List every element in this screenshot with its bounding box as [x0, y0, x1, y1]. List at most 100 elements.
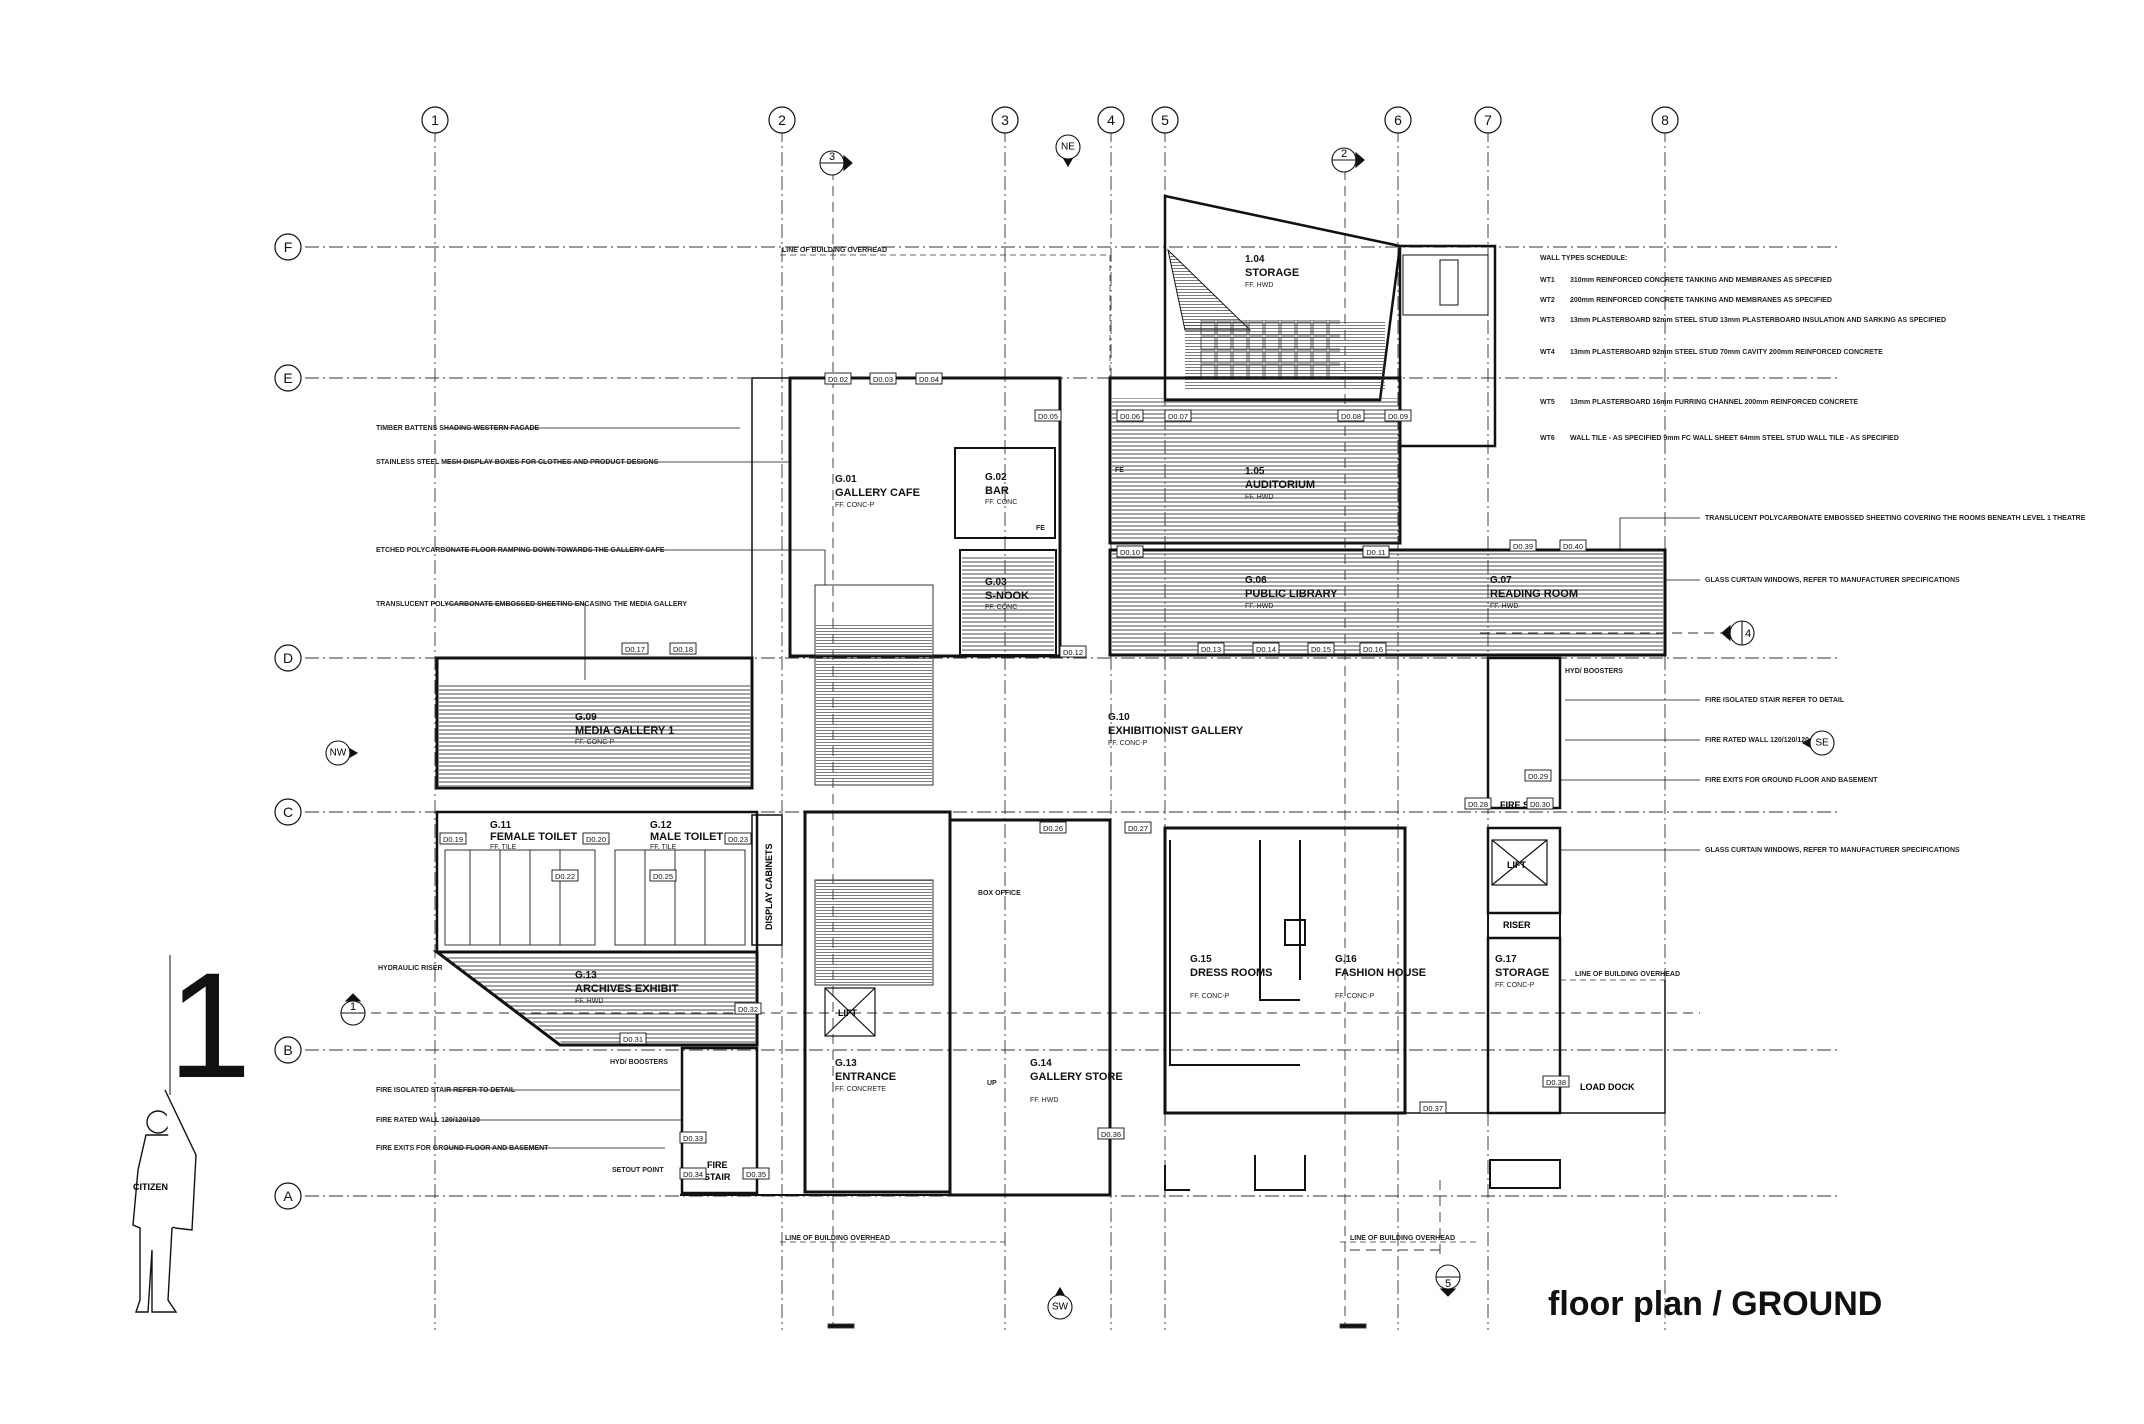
grid-col-5: 5	[1161, 112, 1169, 128]
door-tag-labels: D0.17 D0.18 D0.02 D0.03 D0.04 D0.05 D0.0…	[443, 375, 1583, 1179]
door-d036: D0.36	[1101, 1130, 1121, 1139]
section-mark-1: 1	[350, 1001, 356, 1013]
building-walls	[432, 194, 1667, 1197]
compass-ne: NE	[1061, 142, 1075, 153]
stair-label: STAIR	[704, 1172, 731, 1182]
door-d010: D0.10	[1120, 548, 1140, 557]
note-fire-wall-right: FIRE RATED WALL 120/120/120	[1705, 737, 1809, 744]
room-g16-name: FASHION HOUSE	[1335, 967, 1426, 979]
door-d003: D0.03	[873, 375, 893, 384]
door-d032: D0.32	[738, 1005, 758, 1014]
wall-type-2-text: 200mm REINFORCED CONCRETE TANKING AND ME…	[1570, 297, 1832, 304]
grid-row-b: B	[283, 1042, 292, 1058]
wall-type-2-code: WT2	[1540, 297, 1555, 304]
room-g10-number: G.10	[1108, 712, 1130, 723]
wall-type-4-code: WT4	[1540, 349, 1555, 356]
wall-type-6-code: WT6	[1540, 435, 1555, 442]
room-g07-name: READING ROOM	[1490, 588, 1578, 600]
grid-col-6: 6	[1394, 112, 1402, 128]
door-d023: D0.23	[728, 835, 748, 844]
wall-type-5-text: 13mm PLASTERBOARD 16mm FURRING CHANNEL 2…	[1570, 399, 1858, 406]
room-g13e-ff: FF. CONCRETE	[835, 1086, 886, 1093]
door-d038: D0.38	[1546, 1078, 1566, 1087]
wall-type-5-code: WT5	[1540, 399, 1555, 406]
room-g12-name: MALE TOILET	[650, 831, 723, 843]
hyd-boosters-right: HYD/ BOOSTERS	[1565, 668, 1623, 675]
riser-label: RISER	[1503, 920, 1531, 930]
door-d014: D0.14	[1256, 645, 1276, 654]
door-d011: D0.11	[1366, 548, 1385, 557]
door-d033: D0.33	[683, 1134, 703, 1143]
room-g03-ff: FF. CONC	[985, 604, 1017, 611]
room-g14-ff: FF. HWD	[1030, 1097, 1058, 1104]
box-office-label: BOX OFFICE	[978, 890, 1021, 897]
right-notes: TRANSLUCENT POLYCARBONATE EMBOSSED SHEET…	[1705, 515, 2086, 854]
hydraulic-riser-label: HYDRAULIC RISER	[378, 965, 443, 972]
note-curtain-windows-top: GLASS CURTAIN WINDOWS, REFER TO MANUFACT…	[1705, 577, 1960, 584]
dress-room-walls	[1169, 840, 1306, 1066]
wall-type-1-text: 310mm REINFORCED CONCRETE TANKING AND ME…	[1570, 277, 1832, 284]
room-1-05-number: 1.05	[1245, 466, 1265, 477]
door-d012: D0.12	[1063, 648, 1083, 657]
leader-lines	[445, 427, 1700, 1149]
door-d020: D0.20	[586, 835, 606, 844]
door-d022: D0.22	[555, 872, 575, 881]
section-mark-5: 5	[1445, 1278, 1451, 1290]
section-mark-4: 4	[1745, 628, 1751, 640]
room-g02-number: G.02	[985, 472, 1007, 483]
site-walls	[680, 1155, 1561, 1196]
room-1-04-number: 1.04	[1245, 254, 1265, 265]
door-d017: D0.17	[625, 645, 645, 654]
compass-sw: SW	[1052, 1302, 1069, 1313]
room-g16-number: G.16	[1335, 954, 1357, 965]
door-d027: D0.27	[1128, 824, 1148, 833]
wall-type-3-code: WT3	[1540, 317, 1555, 324]
small-labels: DISPLAY CABINETS LIFT LIFT RISER FIRE ST…	[378, 247, 1680, 1242]
note-fire-exits-right: FIRE EXITS FOR GROUND FLOOR AND BASEMENT	[1705, 777, 1878, 784]
room-g02-name: BAR	[985, 485, 1009, 497]
wall-types-schedule: WALL TYPES SCHEDULE: WT1 310mm REINFORCE…	[1540, 255, 1946, 442]
room-g09-number: G.09	[575, 712, 597, 723]
room-g01-ff: FF. CONC-P	[835, 502, 875, 509]
wall-type-3-text: 13mm PLASTERBOARD 92mm STEEL STUD 13mm P…	[1570, 317, 1946, 324]
door-d026: D0.26	[1043, 824, 1063, 833]
room-g16-ff: FF. CONC-P	[1335, 993, 1375, 1000]
up-label: UP	[987, 1080, 997, 1087]
lift-shafts	[824, 839, 1548, 1037]
room-g07-number: G.07	[1490, 575, 1512, 586]
display-cabinets-label: DISPLAY CABINETS	[764, 843, 774, 930]
room-g12-number: G.12	[650, 820, 672, 831]
room-g10-ff: FF. CONC-P	[1108, 740, 1148, 747]
door-d018: D0.18	[673, 645, 693, 654]
room-labels: 1.04 STORAGE FF. HWD G.01 GALLERY CAFE F…	[490, 254, 1578, 1104]
section-mark-3: 3	[829, 151, 835, 163]
door-d035: D0.35	[746, 1170, 766, 1179]
room-g07-ff: FF. HWD	[1490, 603, 1518, 610]
room-g02-ff: FF. CONC	[985, 499, 1017, 506]
room-g17-name: STORAGE	[1495, 967, 1549, 979]
grid-row-c: C	[283, 804, 293, 820]
wall-schedule-heading: WALL TYPES SCHEDULE:	[1540, 255, 1627, 262]
room-g13a-name: ARCHIVES EXHIBIT	[575, 983, 679, 995]
note-fire-stair-right: FIRE ISOLATED STAIR REFER TO DETAIL	[1705, 697, 1845, 704]
note-fire-stair-left: FIRE ISOLATED STAIR REFER TO DETAIL	[376, 1087, 516, 1094]
room-g06-name: PUBLIC LIBRARY	[1245, 588, 1338, 600]
door-d030: D0.30	[1530, 800, 1550, 809]
note-curtain-windows-bottom: GLASS CURTAIN WINDOWS, REFER TO MANUFACT…	[1705, 847, 1960, 854]
room-g11-number: G.11	[490, 820, 512, 831]
room-g03-name: S-NOOK	[985, 590, 1029, 602]
left-notes: TIMBER BATTENS SHADING WESTERN FACADE ST…	[376, 425, 687, 1152]
room-1-05-name: AUDITORIUM	[1245, 479, 1315, 491]
room-g09-ff: FF. CONC-P	[575, 739, 615, 746]
grid-row-e: E	[283, 370, 292, 386]
note-roof-sheeting: TRANSLUCENT POLYCARBONATE EMBOSSED SHEET…	[1705, 515, 2086, 522]
grid-column-markers	[421, 106, 1679, 134]
door-d002: D0.02	[828, 375, 848, 384]
room-1-05-ff: FF. HWD	[1245, 494, 1273, 501]
grid-col-4: 4	[1107, 112, 1115, 128]
line-overhead-right: LINE OF BUILDING OVERHEAD	[1575, 971, 1680, 978]
toilet-cubicles	[444, 849, 746, 946]
wall-type-1-code: WT1	[1540, 277, 1555, 284]
door-d004: D0.04	[919, 375, 939, 384]
